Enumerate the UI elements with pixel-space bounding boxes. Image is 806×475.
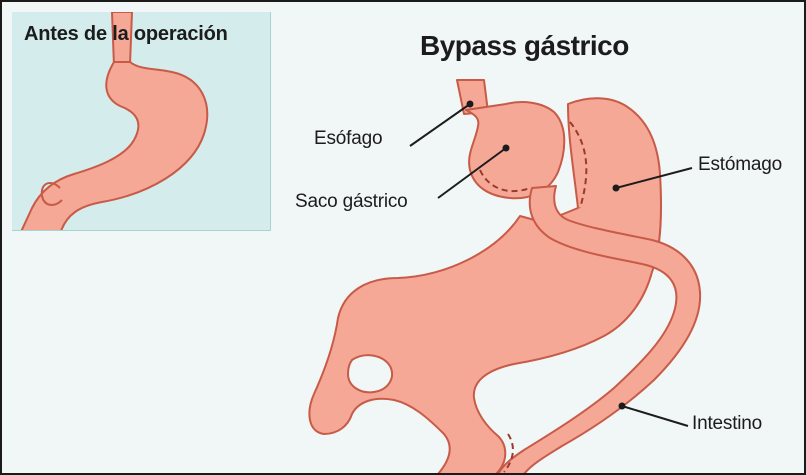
leader-dot-saco <box>503 145 510 152</box>
diagram-title: Bypass gástrico <box>420 30 629 62</box>
leader-dot-estomago <box>613 185 620 192</box>
label-esofago: Esófago <box>314 128 382 150</box>
leader-intestino <box>622 406 688 426</box>
leader-dot-intestino <box>619 403 626 410</box>
leader-dot-esofago <box>467 101 474 108</box>
label-intestino: Intestino <box>692 413 762 435</box>
inset-stomach <box>20 62 207 234</box>
label-estomago: Estómago <box>698 154 782 176</box>
inset-title: Antes de la operación <box>24 23 228 46</box>
gastric-pouch <box>466 102 564 198</box>
intestine-loop-hole <box>348 355 392 392</box>
label-saco-gastrico: Saco gástrico <box>295 191 408 213</box>
leader-esofago <box>410 104 470 146</box>
